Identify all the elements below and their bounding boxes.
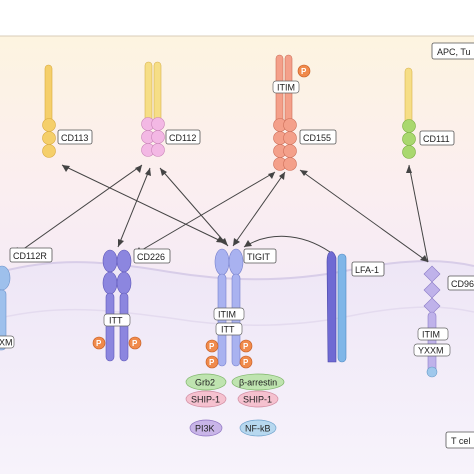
cd96-yxxm-motif: YXXM [413,343,451,357]
svg-text:CD111: CD111 [423,134,450,144]
lfa1-label: LFA-1 [351,261,385,277]
svg-text:YXXM: YXXM [418,346,444,356]
svg-text:Grb2: Grb2 [195,378,215,388]
ship1-left: SHIP-1 [185,390,227,408]
arrow-cd155-tigit [232,171,286,247]
svg-text:ITIM: ITIM [218,310,236,320]
tigit-phospho-3: P [239,339,253,353]
cd112r-label: CD112R [9,247,53,263]
cd113-label: CD113 [57,129,93,145]
svg-text:ITIM: ITIM [277,83,295,93]
cd155-itim-motif: ITIM [272,80,300,94]
svg-text:CD112: CD112 [169,133,196,143]
ship1-right: SHIP-1 [237,390,279,408]
tigit-phospho-4: P [239,355,253,369]
svg-text:T cel: T cel [451,436,470,446]
svg-text:LFA-1: LFA-1 [355,265,379,275]
svg-text:SHIP-1: SHIP-1 [191,395,220,405]
cd226-phospho-left: P [92,336,106,350]
interaction-arrows [14,164,429,263]
svg-text:P: P [132,339,138,348]
cd155-receptor [273,54,297,171]
cd226-receptor [102,249,132,362]
lfa1-receptor [326,251,347,363]
cd226-label: CD226 [133,248,171,264]
cd112r-motif: XM [0,335,15,349]
cd112r-receptor [0,265,11,351]
cd226-itt-motif: ITT [103,313,131,327]
arrow-cd112-cd226 [117,167,151,248]
svg-text:CD226: CD226 [137,252,165,262]
svg-text:ITT: ITT [221,325,235,335]
cd226-phospho-right: P [128,336,142,350]
cd96-receptor [423,265,441,378]
grb2-adaptor: Grb2 [185,373,227,391]
cd96-label: CD96 [447,275,474,291]
svg-text:XM: XM [0,338,13,348]
arrow-cd155-cd96 [299,169,429,263]
svg-text:ITT: ITT [109,316,123,326]
svg-text:CD96: CD96 [451,279,474,289]
cd111-receptor [402,67,416,159]
cd112-label: CD112 [165,129,201,145]
svg-text:P: P [301,67,307,76]
svg-text:CD113: CD113 [61,133,88,143]
tigit-phospho-1: P [205,339,219,353]
arrow-cd113-tigit [61,164,226,244]
cd111-label: CD111 [419,130,455,146]
arrow-lfa1-tigit [243,235,331,253]
arrow-cd112-tigit [159,167,229,247]
tigit-itim-motif: ITIM [213,307,245,321]
svg-text:CD155: CD155 [303,133,331,143]
svg-text:P: P [243,358,249,367]
arrow-cd111-cd96 [408,164,429,263]
arrow-cd155-cd226 [134,171,276,255]
tcell-region-label: T cel [445,431,474,449]
tigit-phospho-2: P [205,355,219,369]
cd96-itim-motif: ITIM [417,327,449,341]
cd155-phospho-site: P [297,64,311,78]
cd155-label: CD155 [299,129,337,145]
svg-text:β-arrestin: β-arrestin [239,378,277,388]
top-margin [0,0,474,36]
cd112-receptor [141,61,165,157]
tigit-label: TIGIT [243,248,277,264]
pi3k-node: PI3K [189,419,223,437]
cd113-receptor [42,64,56,158]
svg-text:P: P [209,358,215,367]
svg-text:CD112R: CD112R [13,251,47,261]
svg-text:ITIM: ITIM [422,330,440,340]
beta-arrestin: β-arrestin [231,373,285,391]
arrow-cd112-cd112r [14,164,143,256]
svg-text:SHIP-1: SHIP-1 [243,395,272,405]
svg-text:P: P [96,339,102,348]
tcell-membrane [0,260,474,281]
svg-text:PI3K: PI3K [195,424,215,434]
tigit-itt-motif: ITT [215,322,243,336]
svg-text:NF-kB: NF-kB [245,424,271,434]
svg-text:P: P [209,342,215,351]
svg-text:P: P [243,342,249,351]
apc-region-label: APC, Tu [431,42,474,60]
nfkb-node: NF-kB [239,419,277,437]
svg-text:TIGIT: TIGIT [247,252,270,262]
svg-text:APC, Tu: APC, Tu [437,47,471,57]
